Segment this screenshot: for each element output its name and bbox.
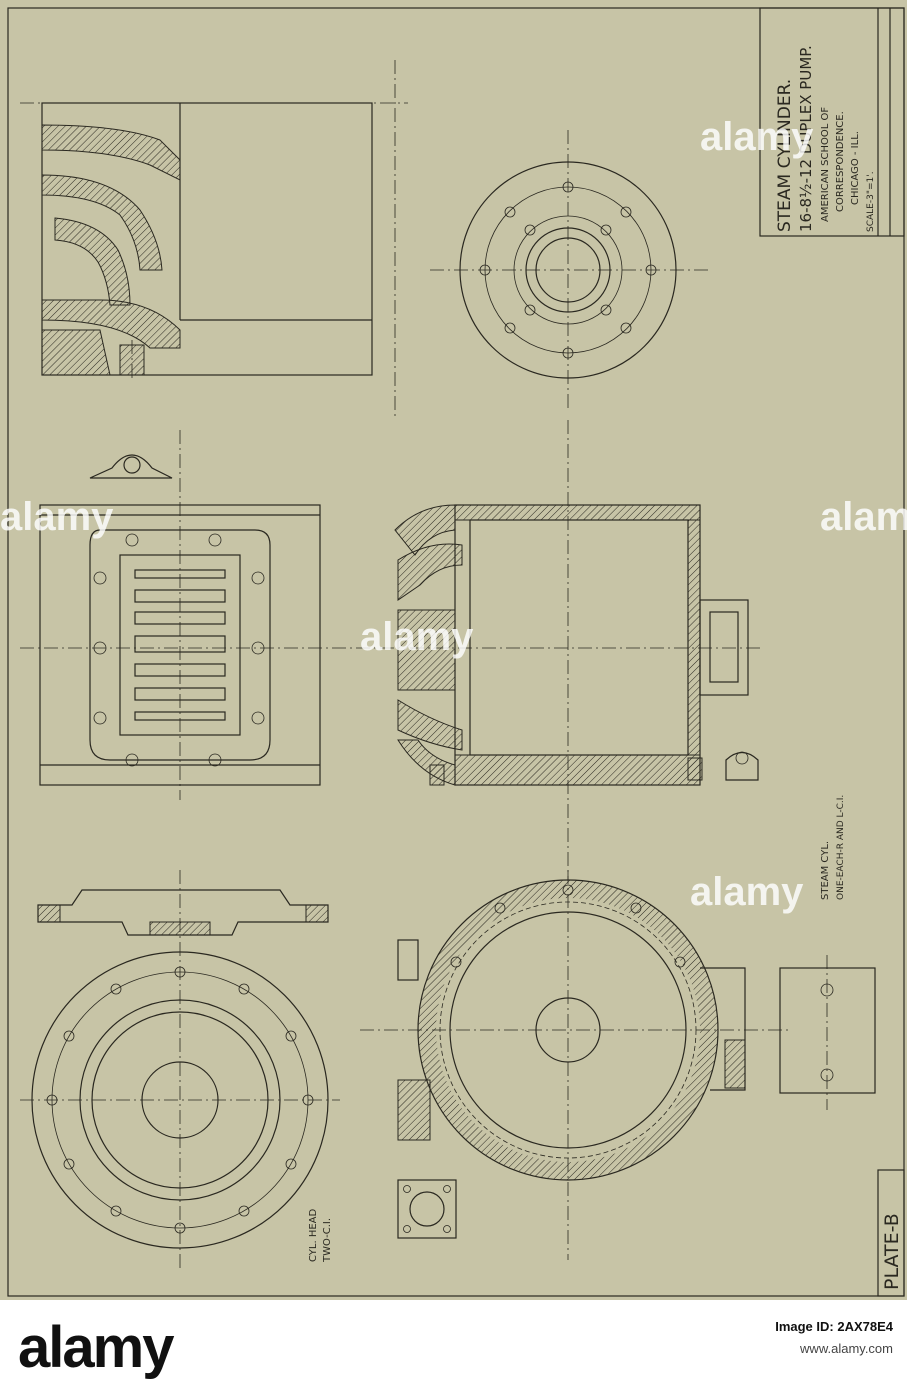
cyl-head-line-2: TWO-C.I.: [322, 1218, 333, 1263]
top-flange-view: [430, 130, 710, 410]
title-block: STEAM CYLINDER. 16-8½-12 DUPLEX PUMP. AM…: [759, 7, 905, 237]
steam-cyl-line-1: STEAM CYL.: [820, 841, 831, 900]
image-meta: Image ID: 2AX78E4 www.alamy.com: [775, 1316, 893, 1360]
title-line-3: AMERICAN SCHOOL OF: [820, 107, 831, 222]
cylinder-head-view: [20, 870, 340, 1270]
plate-label: PLATE-B: [881, 1213, 903, 1290]
top-section-view: [20, 60, 408, 420]
plate-label-block: PLATE-B: [877, 1169, 905, 1297]
watermark-5: alamy: [690, 870, 804, 914]
title-line-1: STEAM CYLINDER.: [775, 79, 795, 232]
stock-footer: alamy Image ID: 2AX78E4 www.alamy.com: [0, 1300, 907, 1390]
title-line-2: 16-8½-12 DUPLEX PUMP.: [797, 45, 815, 232]
cylinder-section-view: [394, 420, 760, 880]
steam-cyl-label: STEAM CYL.: [820, 841, 831, 900]
brand-logo: alamy: [18, 1315, 174, 1380]
watermark-layer: alamy alamy alamy alamy alamy: [0, 115, 907, 914]
cylinder-end-view: [360, 870, 876, 1260]
cyl-head-label-2: TWO-C.I.: [322, 1218, 333, 1263]
watermark-4: alamy: [820, 495, 907, 539]
watermark-3: alamy: [360, 615, 474, 659]
steam-cyl-label-2: ONE-EACH-R AND L-C.I.: [836, 795, 846, 900]
valve-face-view: [20, 430, 395, 800]
image-id: Image ID: 2AX78E4: [775, 1319, 893, 1334]
steam-cyl-line-2: ONE-EACH-R AND L-C.I.: [836, 795, 846, 900]
cyl-head-label: CYL. HEAD: [308, 1208, 319, 1262]
site-url: www.alamy.com: [800, 1341, 893, 1356]
title-line-6: SCALE-3"=1'.: [866, 171, 876, 232]
cyl-head-line-1: CYL. HEAD: [308, 1208, 319, 1262]
watermark-2: alamy: [0, 495, 114, 539]
plate-drawing: STEAM CYLINDER. 16-8½-12 DUPLEX PUMP. AM…: [0, 7, 907, 1297]
title-line-4: CORRESPONDENCE.: [835, 111, 846, 212]
drawing-sheet: STEAM CYLINDER. 16-8½-12 DUPLEX PUMP. AM…: [0, 0, 907, 1300]
title-line-5: CHICAGO - ILL.: [850, 131, 861, 205]
sheet-border: [7, 7, 905, 1297]
watermark-1: alamy: [700, 115, 814, 159]
